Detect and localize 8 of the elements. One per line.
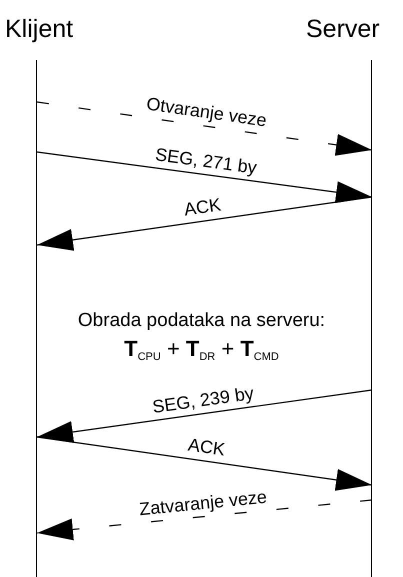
formula-text: T$_{CPU}$ + T$_{DR}$ + T$_{CMD}$ (124, 338, 279, 365)
message-arrow (36, 151, 372, 204)
participant-label: Server (306, 15, 380, 43)
participant-label: Klijent (5, 15, 74, 43)
note-text: Obrada podataka na serveru: (78, 310, 326, 332)
message-arrow (36, 196, 372, 251)
message-arrow (36, 436, 372, 491)
message-arrow (36, 389, 372, 443)
